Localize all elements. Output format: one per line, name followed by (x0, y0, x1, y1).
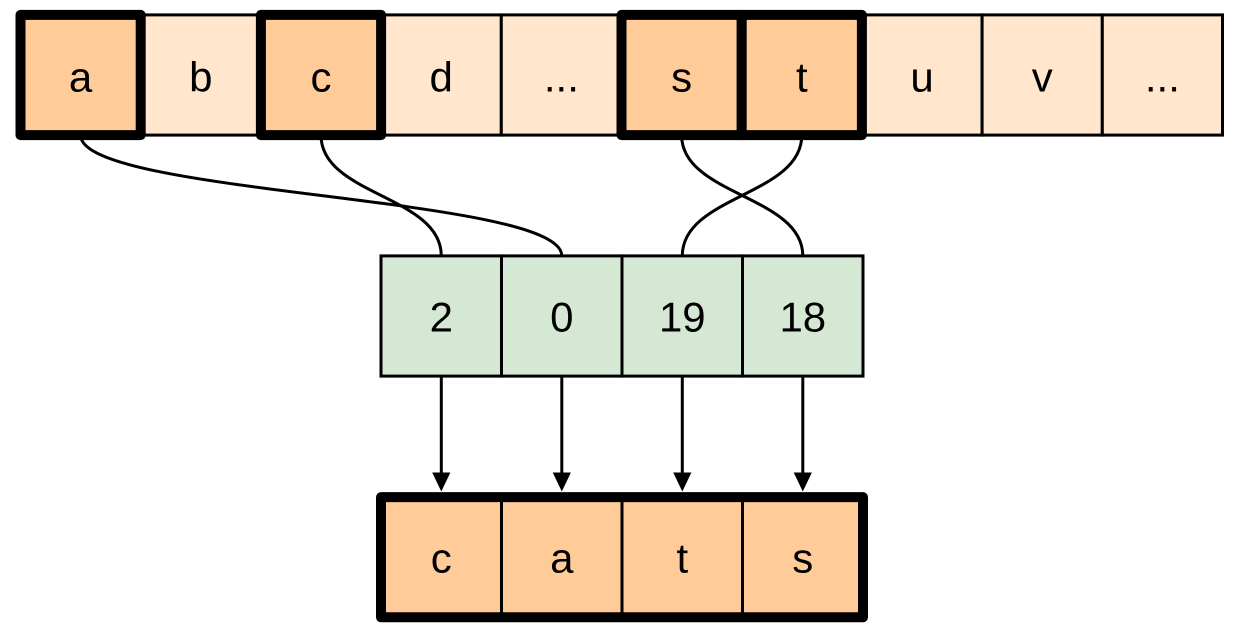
svg-text:a: a (69, 54, 93, 101)
svg-text:19: 19 (659, 294, 706, 341)
svg-text:0: 0 (550, 294, 573, 341)
svg-text:b: b (189, 54, 212, 101)
svg-text:s: s (671, 54, 692, 101)
svg-text:...: ... (544, 54, 579, 101)
svg-text:d: d (430, 54, 453, 101)
svg-text:s: s (792, 535, 813, 582)
svg-text:a: a (550, 535, 574, 582)
svg-text:18: 18 (779, 294, 826, 341)
svg-text:u: u (910, 54, 933, 101)
svg-text:c: c (431, 535, 452, 582)
svg-text:t: t (796, 54, 808, 101)
svg-text:c: c (311, 54, 332, 101)
svg-text:t: t (676, 535, 688, 582)
svg-text:v: v (1032, 54, 1053, 101)
svg-text:...: ... (1145, 54, 1180, 101)
svg-text:2: 2 (430, 294, 453, 341)
